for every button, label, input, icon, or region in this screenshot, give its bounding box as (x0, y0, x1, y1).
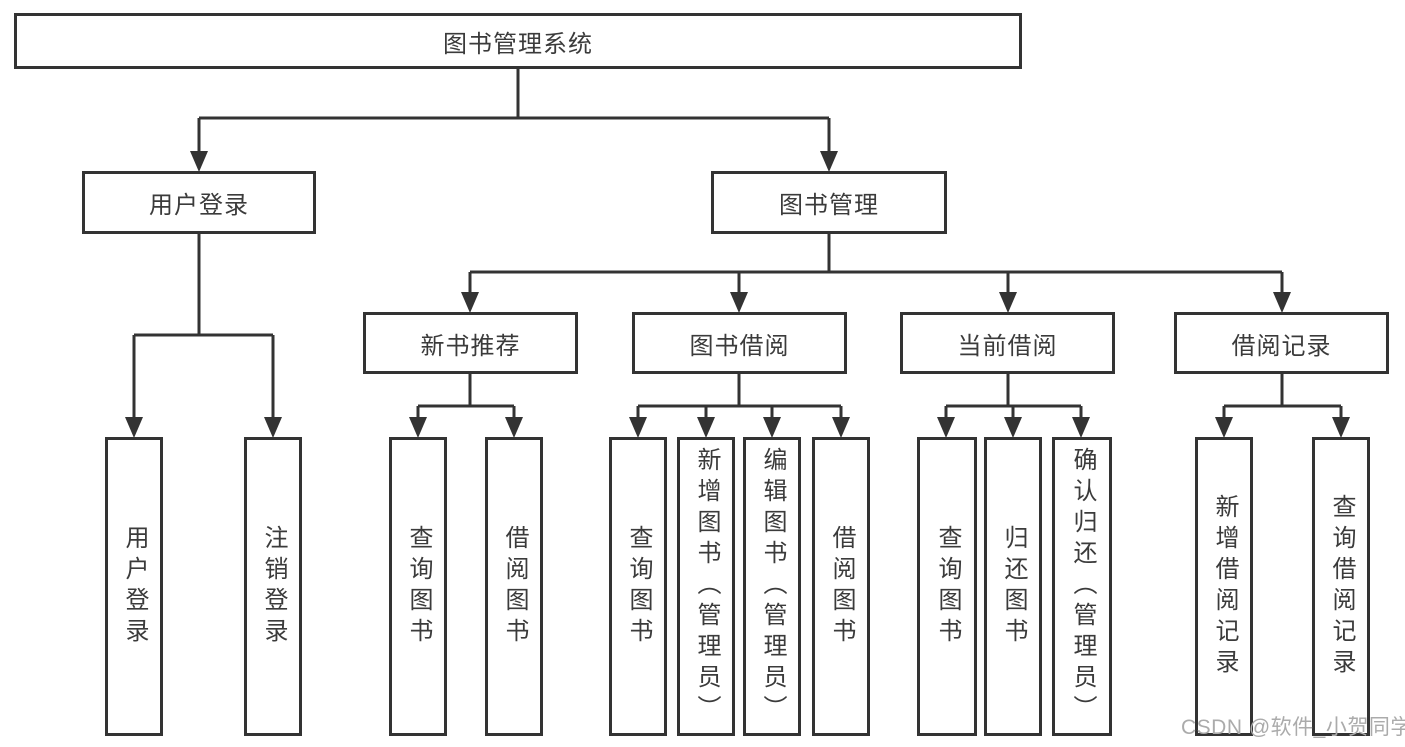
arrowhead (820, 151, 838, 172)
leaf-add-books-admin: 新增图书（管理员） (677, 437, 735, 736)
connector-new-book (416, 374, 516, 418)
leaf-label: 新增图书（管理员） (693, 447, 720, 726)
leaf-label: 注销登录 (260, 524, 287, 649)
leaf-query-borrow-record: 查询借阅记录 (1312, 437, 1370, 736)
leaf-label: 查询借阅记录 (1328, 493, 1355, 680)
leaf-query-books-recommend: 查询图书 (389, 437, 447, 736)
arrowhead (697, 417, 715, 438)
arrowhead (1215, 417, 1233, 438)
leaf-edit-books-admin: 编辑图书（管理员） (743, 437, 801, 736)
node-label: 新书推荐 (420, 332, 521, 360)
arrowhead (505, 417, 523, 438)
leaf-confirm-return-admin: 确认归还（管理员） (1052, 437, 1112, 736)
leaf-query-books-borrowing: 查询图书 (609, 437, 667, 736)
arrowhead (461, 292, 479, 313)
leaf-borrow-books-recommend: 借阅图书 (485, 437, 543, 736)
node-label: 图书管理系统 (443, 30, 593, 58)
arrowhead (409, 417, 427, 438)
arrowhead (1072, 417, 1090, 438)
leaf-label: 新增借阅记录 (1211, 493, 1238, 680)
arrowhead (629, 417, 647, 438)
arrowhead (1273, 292, 1291, 313)
arrowhead (730, 292, 748, 313)
connector-book-mgmt (468, 234, 1284, 293)
node-user-login: 用户登录 (82, 171, 316, 234)
node-label: 用户登录 (149, 192, 249, 219)
leaf-label: 借阅图书 (501, 524, 528, 649)
leaf-add-borrow-record: 新增借阅记录 (1195, 437, 1253, 736)
leaf-label: 借阅图书 (828, 524, 855, 649)
leaf-user-login: 用户登录 (105, 437, 163, 736)
leaf-label: 归还图书 (1000, 524, 1027, 649)
watermark: CSDN @软件_小贺同学 (1181, 716, 1405, 739)
connector-root (197, 69, 831, 152)
node-book-management: 图书管理 (711, 171, 947, 234)
arrowhead (937, 417, 955, 438)
leaf-return-books: 归还图书 (984, 437, 1042, 736)
node-current-borrowing: 当前借阅 (900, 312, 1115, 374)
connector-user-login (132, 234, 275, 418)
arrowhead (1332, 417, 1350, 438)
connector-book-borrowing (636, 374, 843, 418)
arrowhead (999, 292, 1017, 313)
leaf-query-books-current: 查询图书 (917, 437, 977, 736)
node-label: 图书借阅 (689, 332, 790, 360)
node-label: 借阅记录 (1231, 332, 1332, 360)
connector-current-borrowing (944, 374, 1083, 418)
leaf-label: 确认归还（管理员） (1069, 447, 1096, 726)
leaf-label: 查询图书 (625, 524, 652, 649)
leaf-borrow-books-borrowing: 借阅图书 (812, 437, 870, 736)
connector-borrow-records (1222, 374, 1343, 418)
leaf-label: 编辑图书（管理员） (759, 447, 786, 726)
arrowheads (125, 151, 1350, 438)
node-label: 图书管理 (779, 192, 879, 219)
leaf-label: 查询图书 (934, 524, 961, 649)
node-new-book-recommend: 新书推荐 (363, 312, 578, 374)
node-library-management-system: 图书管理系统 (14, 13, 1022, 69)
arrowhead (763, 417, 781, 438)
node-label: 当前借阅 (957, 332, 1058, 360)
node-book-borrowing: 图书借阅 (632, 312, 847, 374)
node-borrow-records: 借阅记录 (1174, 312, 1389, 374)
arrowhead (125, 417, 143, 438)
arrowhead (1004, 417, 1022, 438)
arrowhead (264, 417, 282, 438)
arrowhead (190, 151, 208, 172)
leaf-label: 用户登录 (121, 524, 148, 649)
leaf-label: 查询图书 (405, 524, 432, 649)
leaf-logout: 注销登录 (244, 437, 302, 736)
arrowhead (832, 417, 850, 438)
